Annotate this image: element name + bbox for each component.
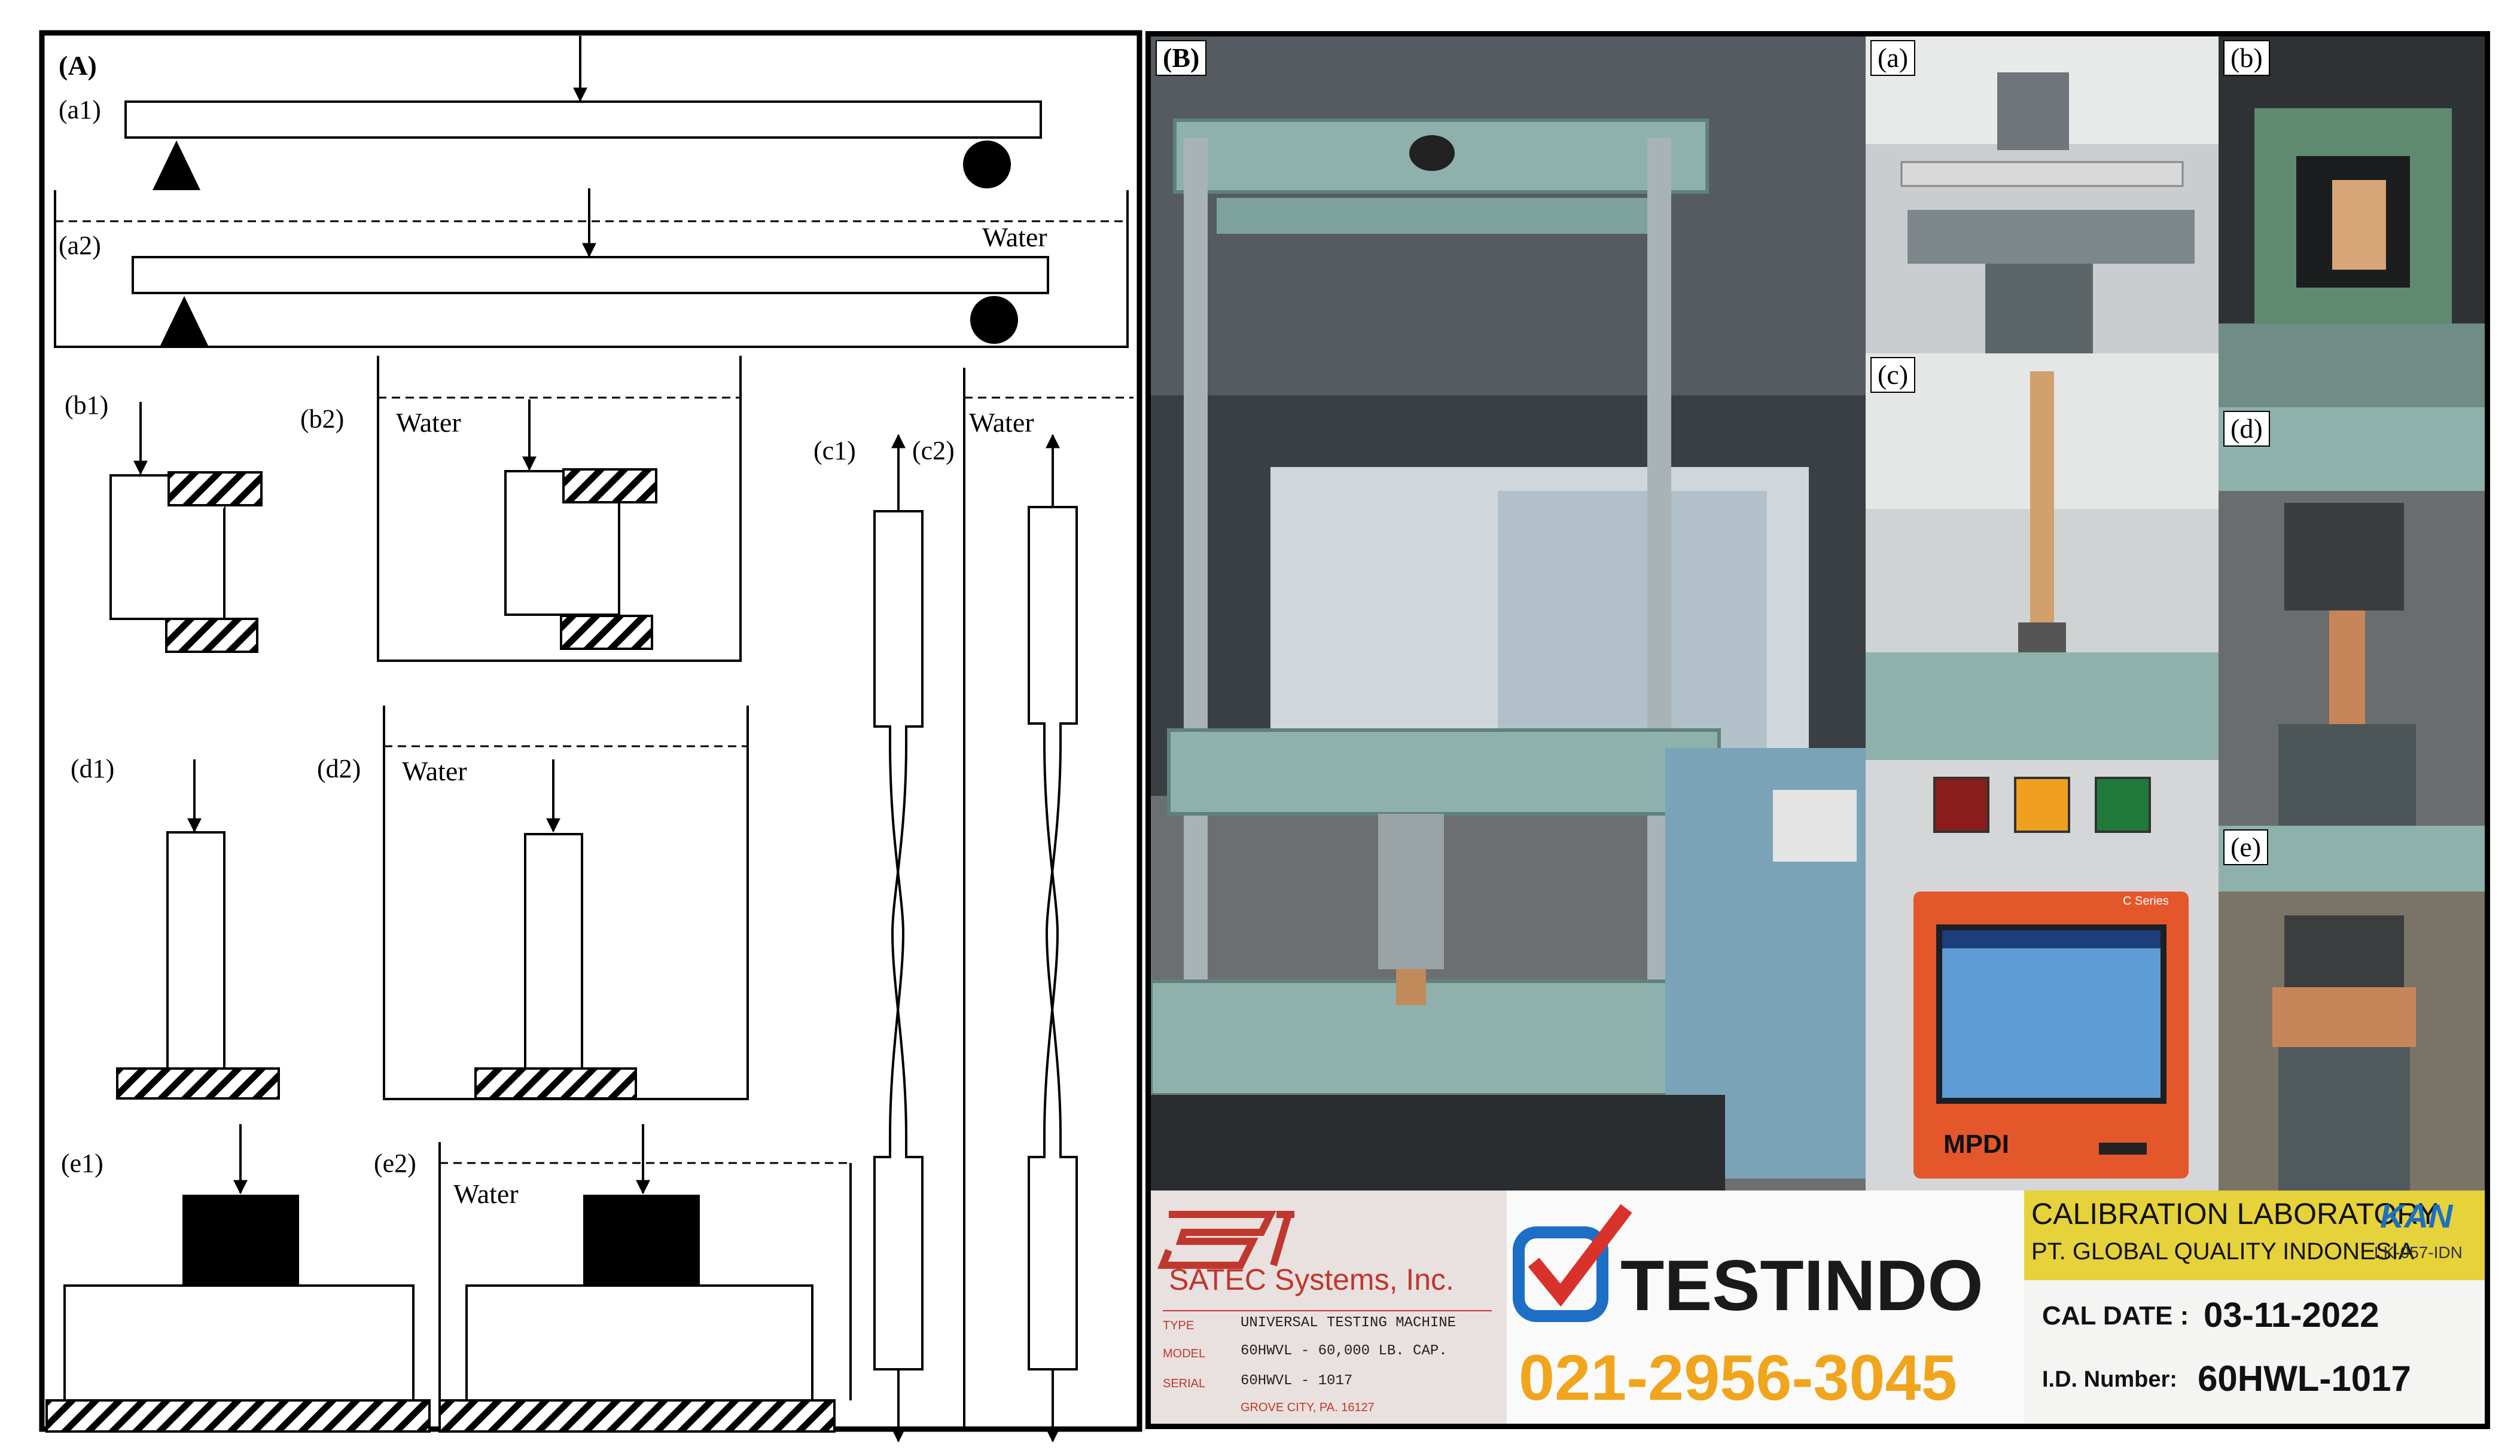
photo-e-perp-compression-setup: (e): [2219, 826, 2485, 1191]
label-c2: (c2): [912, 436, 955, 465]
cal-title: CALIBRATION LABORATORY: [2031, 1197, 2438, 1231]
satec-type-value: UNIVERSAL TESTING MACHINE: [1241, 1315, 1456, 1331]
shear-fixture-bottom: [165, 618, 258, 653]
shear-fixture-top: [167, 471, 263, 506]
photo-label-d: (d): [2223, 411, 2270, 447]
test-setup-schematics: (A) (a1) (a2) Water (b1) (b2) Water: [39, 30, 1142, 1443]
diagram-d2-compression-wet: (d2) Water: [317, 706, 749, 1100]
testindo-check-icon: [1513, 1204, 1632, 1322]
label-e1: (e1): [61, 1149, 103, 1178]
diagram-e2-perp-compression-wet: (e2) Water: [374, 1124, 852, 1433]
satec-nameplate: SATEC Systems, Inc. TYPE UNIVERSAL TESTI…: [1151, 1191, 1507, 1424]
controller-brand: MPDI: [1943, 1130, 2009, 1159]
testindo-phone: 021-2956-3045: [1519, 1341, 1957, 1414]
beam-specimen: [132, 256, 1049, 294]
satec-logo: [1151, 1191, 1507, 1424]
pin-support: [153, 141, 200, 190]
diagram-a1-bending-dry: (a1): [59, 36, 1042, 190]
fixed-base: [438, 1399, 836, 1433]
tension-setup-illustration: [1866, 353, 2219, 760]
panel-b-label: (B): [1156, 40, 1207, 76]
calibration-sticker: CALIBRATION LABORATORY PT. GLOBAL QUALIT…: [2024, 1191, 2485, 1424]
testindo-sticker: TESTINDO 021-2956-3045: [1507, 1191, 2024, 1424]
loading-block: [583, 1195, 700, 1287]
water-label: Water: [402, 756, 467, 786]
shear-setup-illustration: [2219, 36, 2485, 407]
water-tank: [54, 190, 1129, 348]
label-a1: (a1): [59, 95, 101, 124]
photo-d-compression-setup: (d): [2219, 407, 2485, 826]
perp-specimen: [63, 1284, 415, 1402]
photo-label-e: (e): [2223, 829, 2269, 865]
photo-b-shear-setup: (b): [2219, 36, 2485, 407]
satec-model-label: MODEL: [1163, 1347, 1206, 1360]
dogbone-specimen: [1028, 506, 1078, 1370]
satec-serial-value: 60HWVL - 1017: [1241, 1373, 1353, 1389]
diagram-e1-perp-compression-dry: (e1): [45, 1124, 431, 1433]
roller-support: [963, 141, 1011, 188]
cal-date-label: CAL DATE :: [2042, 1301, 2189, 1330]
panel-a-label: (A): [59, 50, 97, 81]
satec-model-value: 60HWVL - 60,000 LB. CAP.: [1241, 1343, 1448, 1359]
perp-compression-illustration: [2219, 826, 2485, 1191]
controller-illustration: [1866, 760, 2219, 1191]
cal-company: PT. GLOBAL QUALITY INDONESIA: [2031, 1238, 2415, 1265]
water-tank: [377, 356, 742, 662]
satec-type-label: TYPE: [1163, 1319, 1195, 1332]
water-label: Water: [969, 407, 1034, 438]
photo-a-bending-setup: (a): [1866, 36, 2219, 353]
cal-id-value: 60HWL-1017: [2198, 1359, 2411, 1399]
photo-label-b: (b): [2223, 40, 2270, 76]
compression-specimen: [524, 833, 583, 1070]
satec-brand: SATEC Systems, Inc.: [1169, 1263, 1454, 1296]
controller-series: C Series: [2123, 895, 2169, 908]
machine-illustration: [1151, 36, 1866, 1191]
loading-block: [182, 1195, 299, 1287]
diagram-a2-bending-wet: (a2) Water: [54, 188, 1129, 348]
compression-setup-illustration: [2219, 407, 2485, 826]
diagram-b2-shear-wet: (b2) Water: [300, 356, 742, 662]
label-c1: (c1): [813, 436, 856, 465]
label-b1: (b1): [65, 390, 108, 420]
kan-logo: KAN: [2380, 1197, 2453, 1235]
photo-panel: (a) (b) (c) (d): [1145, 31, 2490, 1429]
fixed-base: [45, 1399, 431, 1433]
pin-support: [160, 296, 208, 346]
compression-specimen: [166, 831, 226, 1070]
photo-testing-machine: [1151, 36, 1866, 1191]
photo-label-a: (a): [1870, 40, 1916, 76]
satec-city: GROVE CITY, PA. 16127: [1241, 1401, 1375, 1414]
photo-c-tension-setup: (c): [1866, 353, 2219, 760]
diagram-d1-compression-dry: (d1): [71, 754, 280, 1100]
bending-setup-illustration: [1866, 36, 2219, 353]
water-label: Water: [453, 1179, 519, 1209]
cal-id-label: I.D. Number:: [2042, 1367, 2177, 1392]
satec-serial-label: SERIAL: [1163, 1377, 1206, 1390]
label-b2: (b2): [300, 404, 344, 434]
cal-date-value: 03-11-2022: [2204, 1296, 2379, 1335]
shear-fixture-bottom: [560, 615, 653, 650]
water-label: Water: [396, 407, 461, 438]
label-e2: (e2): [374, 1149, 416, 1178]
water-label: Water: [982, 222, 1047, 252]
label-d1: (d1): [71, 754, 114, 783]
roller-support: [970, 296, 1018, 344]
calibration-header: [2024, 1191, 2485, 1280]
photo-label-c: (c): [1870, 357, 1916, 393]
label-d2: (d2): [317, 754, 361, 783]
fixed-base: [116, 1067, 280, 1100]
dogbone-specimen: [873, 510, 924, 1370]
beam-specimen: [124, 100, 1042, 139]
diagram-c1-tension-dry: (c1): [813, 434, 924, 1443]
diagram-c2-tension-wet: (c2) Water: [912, 368, 1133, 1443]
photo-controller: C Series MPDI: [1866, 760, 2219, 1191]
shear-fixture-top: [562, 468, 657, 503]
kan-code: LK-057-IDN: [2374, 1243, 2463, 1262]
diagram-b1-shear-dry: (b1): [65, 390, 263, 653]
testindo-name: TESTINDO: [1620, 1246, 1983, 1326]
perp-specimen: [465, 1284, 813, 1402]
fixed-base: [474, 1067, 637, 1100]
label-a2: (a2): [59, 231, 101, 260]
